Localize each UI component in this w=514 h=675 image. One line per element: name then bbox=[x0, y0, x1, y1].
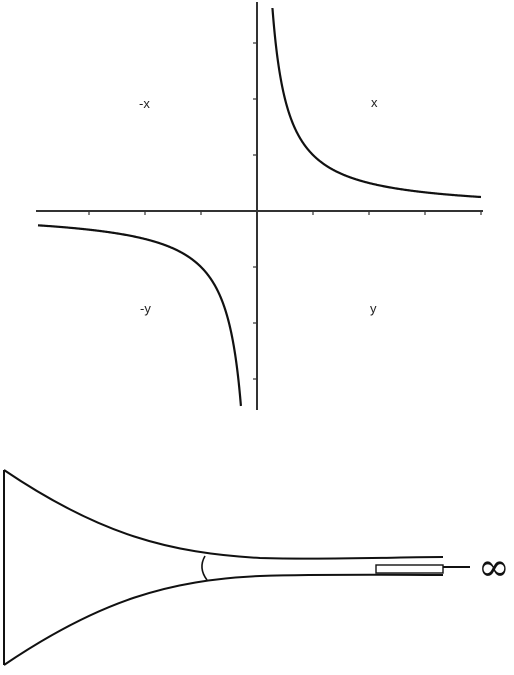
hyperbola-branch-negative bbox=[37, 224, 243, 407]
quadrant-label-neg-x: -x bbox=[139, 96, 150, 111]
quadrant-label-x: x bbox=[371, 95, 378, 110]
axis-ticks bbox=[88, 42, 482, 380]
horn-tip-end bbox=[375, 564, 444, 574]
quadrant-label-y: y bbox=[370, 301, 377, 316]
infinity-symbol: ∞ bbox=[478, 545, 510, 589]
horn-lower-outline bbox=[3, 573, 444, 666]
horn-figure: ∞ bbox=[3, 469, 510, 666]
hyperbola-graph: -x x -y y bbox=[36, 2, 483, 410]
horn-upper-outline bbox=[3, 469, 444, 560]
quadrant-label-neg-y: -y bbox=[140, 301, 151, 316]
horn-cross-section-arc bbox=[201, 555, 208, 581]
hyperbola-branch-positive bbox=[271, 7, 482, 199]
